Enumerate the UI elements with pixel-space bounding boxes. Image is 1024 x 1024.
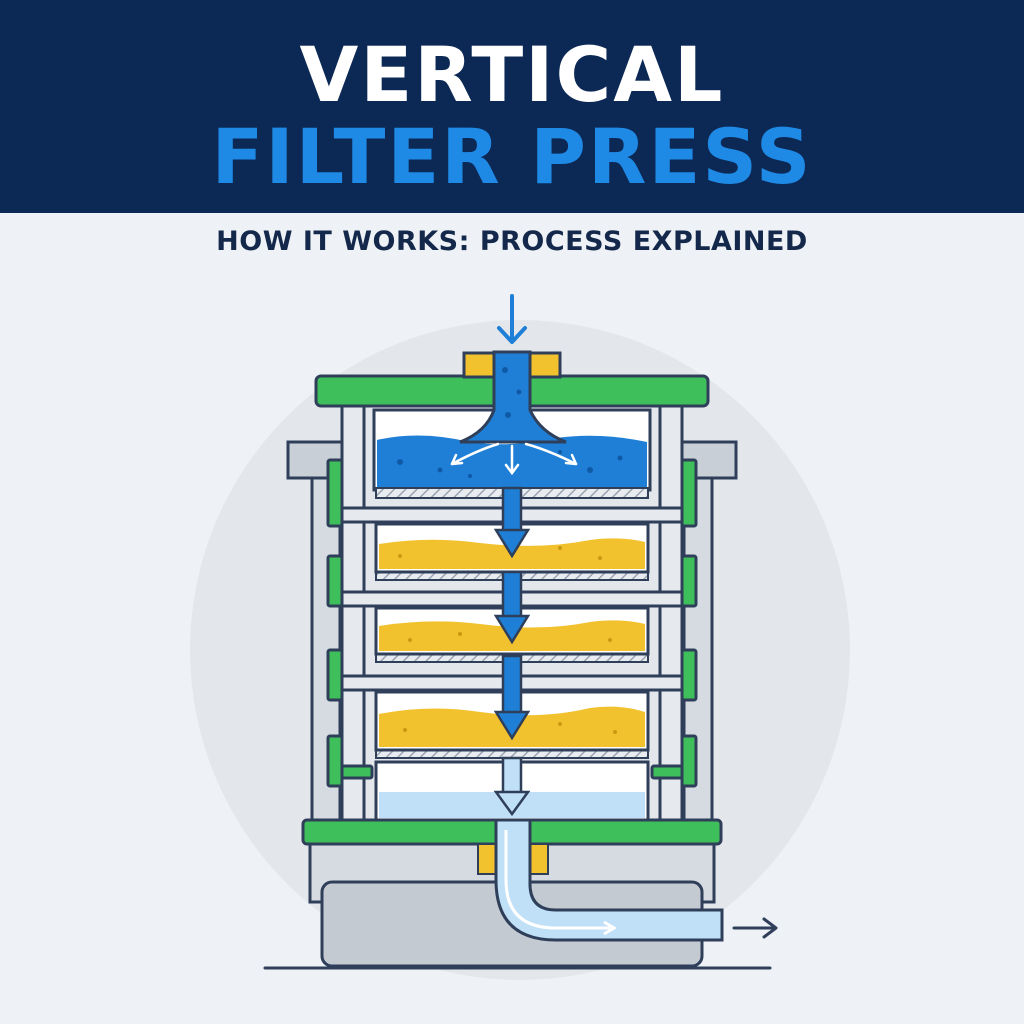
subtitle: HOW IT WORKS: PROCESS EXPLAINED (216, 226, 808, 257)
inlet-stream (459, 350, 567, 444)
down-arrow-icon (497, 294, 527, 344)
header-banner: VERTICAL FILTER PRESS (0, 0, 1024, 213)
title-line-2: FILTER PRESS (211, 112, 813, 201)
flow-path (493, 486, 531, 817)
side-clamps (326, 458, 698, 788)
spread-arrows (450, 442, 578, 476)
title-line-1: VERTICAL (299, 30, 725, 119)
inlet-fitting-right (528, 351, 562, 379)
inlet-fitting-left (462, 351, 496, 379)
outlet-pipe (494, 818, 724, 942)
outlet-fitting-left (477, 843, 497, 875)
right-arrow-icon (732, 917, 778, 939)
outlet-fitting-right (529, 843, 549, 875)
chamber-1 (372, 408, 652, 492)
